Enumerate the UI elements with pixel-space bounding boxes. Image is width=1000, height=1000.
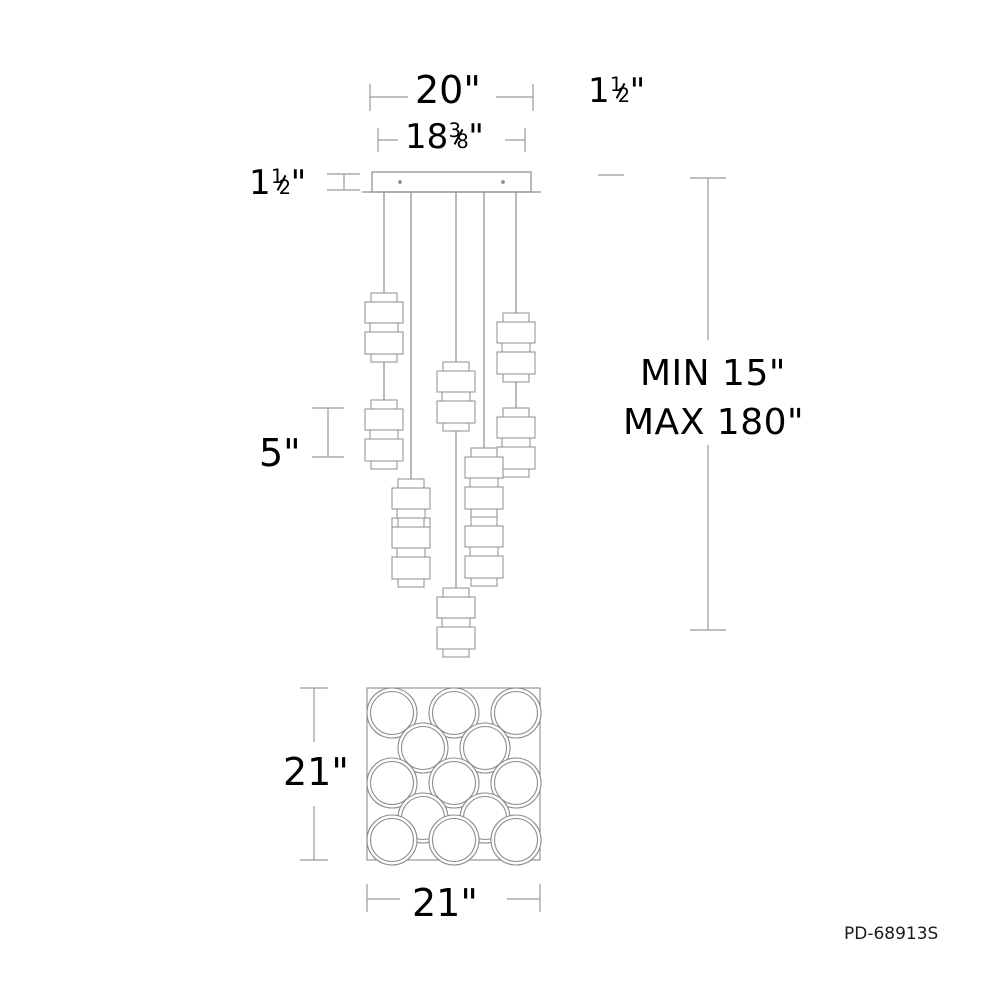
part-number: PD-68913S xyxy=(844,924,939,944)
label-max-drop: MAX 180" xyxy=(623,402,805,443)
dimension-plan-width-21in xyxy=(366,884,541,912)
pendant-cables xyxy=(383,192,517,588)
label-pendant-height: 5" xyxy=(259,431,301,475)
pendant-light-2 xyxy=(364,399,404,470)
pendant-light-10 xyxy=(436,587,476,658)
pendant-light-8 xyxy=(464,447,504,518)
label-plan-height: 21" xyxy=(283,750,349,794)
pendant-light-7 xyxy=(391,517,431,588)
label-canopy-inner-unit: " xyxy=(468,117,484,157)
plan-view xyxy=(366,687,542,866)
dimension-plan-height-21in xyxy=(300,687,328,861)
canopy-bar xyxy=(362,171,541,193)
label-right-whole: 1 xyxy=(588,71,610,111)
dimension-18-3-8in xyxy=(377,128,526,152)
label-plan-width: 21" xyxy=(412,881,478,925)
pendant-group xyxy=(364,292,536,658)
canopy-screw-right xyxy=(501,180,505,184)
pendant-light-3 xyxy=(496,312,536,383)
label-left-whole: 1 xyxy=(249,163,271,203)
pendant-light-1 xyxy=(364,292,404,363)
fraction-denominator: 8 xyxy=(456,130,469,154)
fraction-denominator: 2 xyxy=(617,84,631,108)
label-canopy-inner-whole: 18 xyxy=(405,117,449,157)
plan-ring-13 xyxy=(490,814,542,866)
label-left-unit: " xyxy=(290,163,307,203)
plan-ring-11 xyxy=(366,814,418,866)
dimension-5in xyxy=(312,407,344,458)
plan-ring-12 xyxy=(428,814,480,866)
label-overall-width: 20" xyxy=(415,68,481,112)
dimension-20in xyxy=(369,84,534,111)
pendant-light-9 xyxy=(464,516,504,587)
dimension-canopy-height-left xyxy=(327,173,360,191)
pendant-light-5 xyxy=(436,361,476,432)
canopy-screw-left xyxy=(398,180,402,184)
label-min-drop: MIN 15" xyxy=(640,353,786,394)
fraction-denominator: 2 xyxy=(278,176,292,200)
label-right-unit: " xyxy=(629,71,646,111)
dimension-min-max-drop xyxy=(690,177,726,631)
